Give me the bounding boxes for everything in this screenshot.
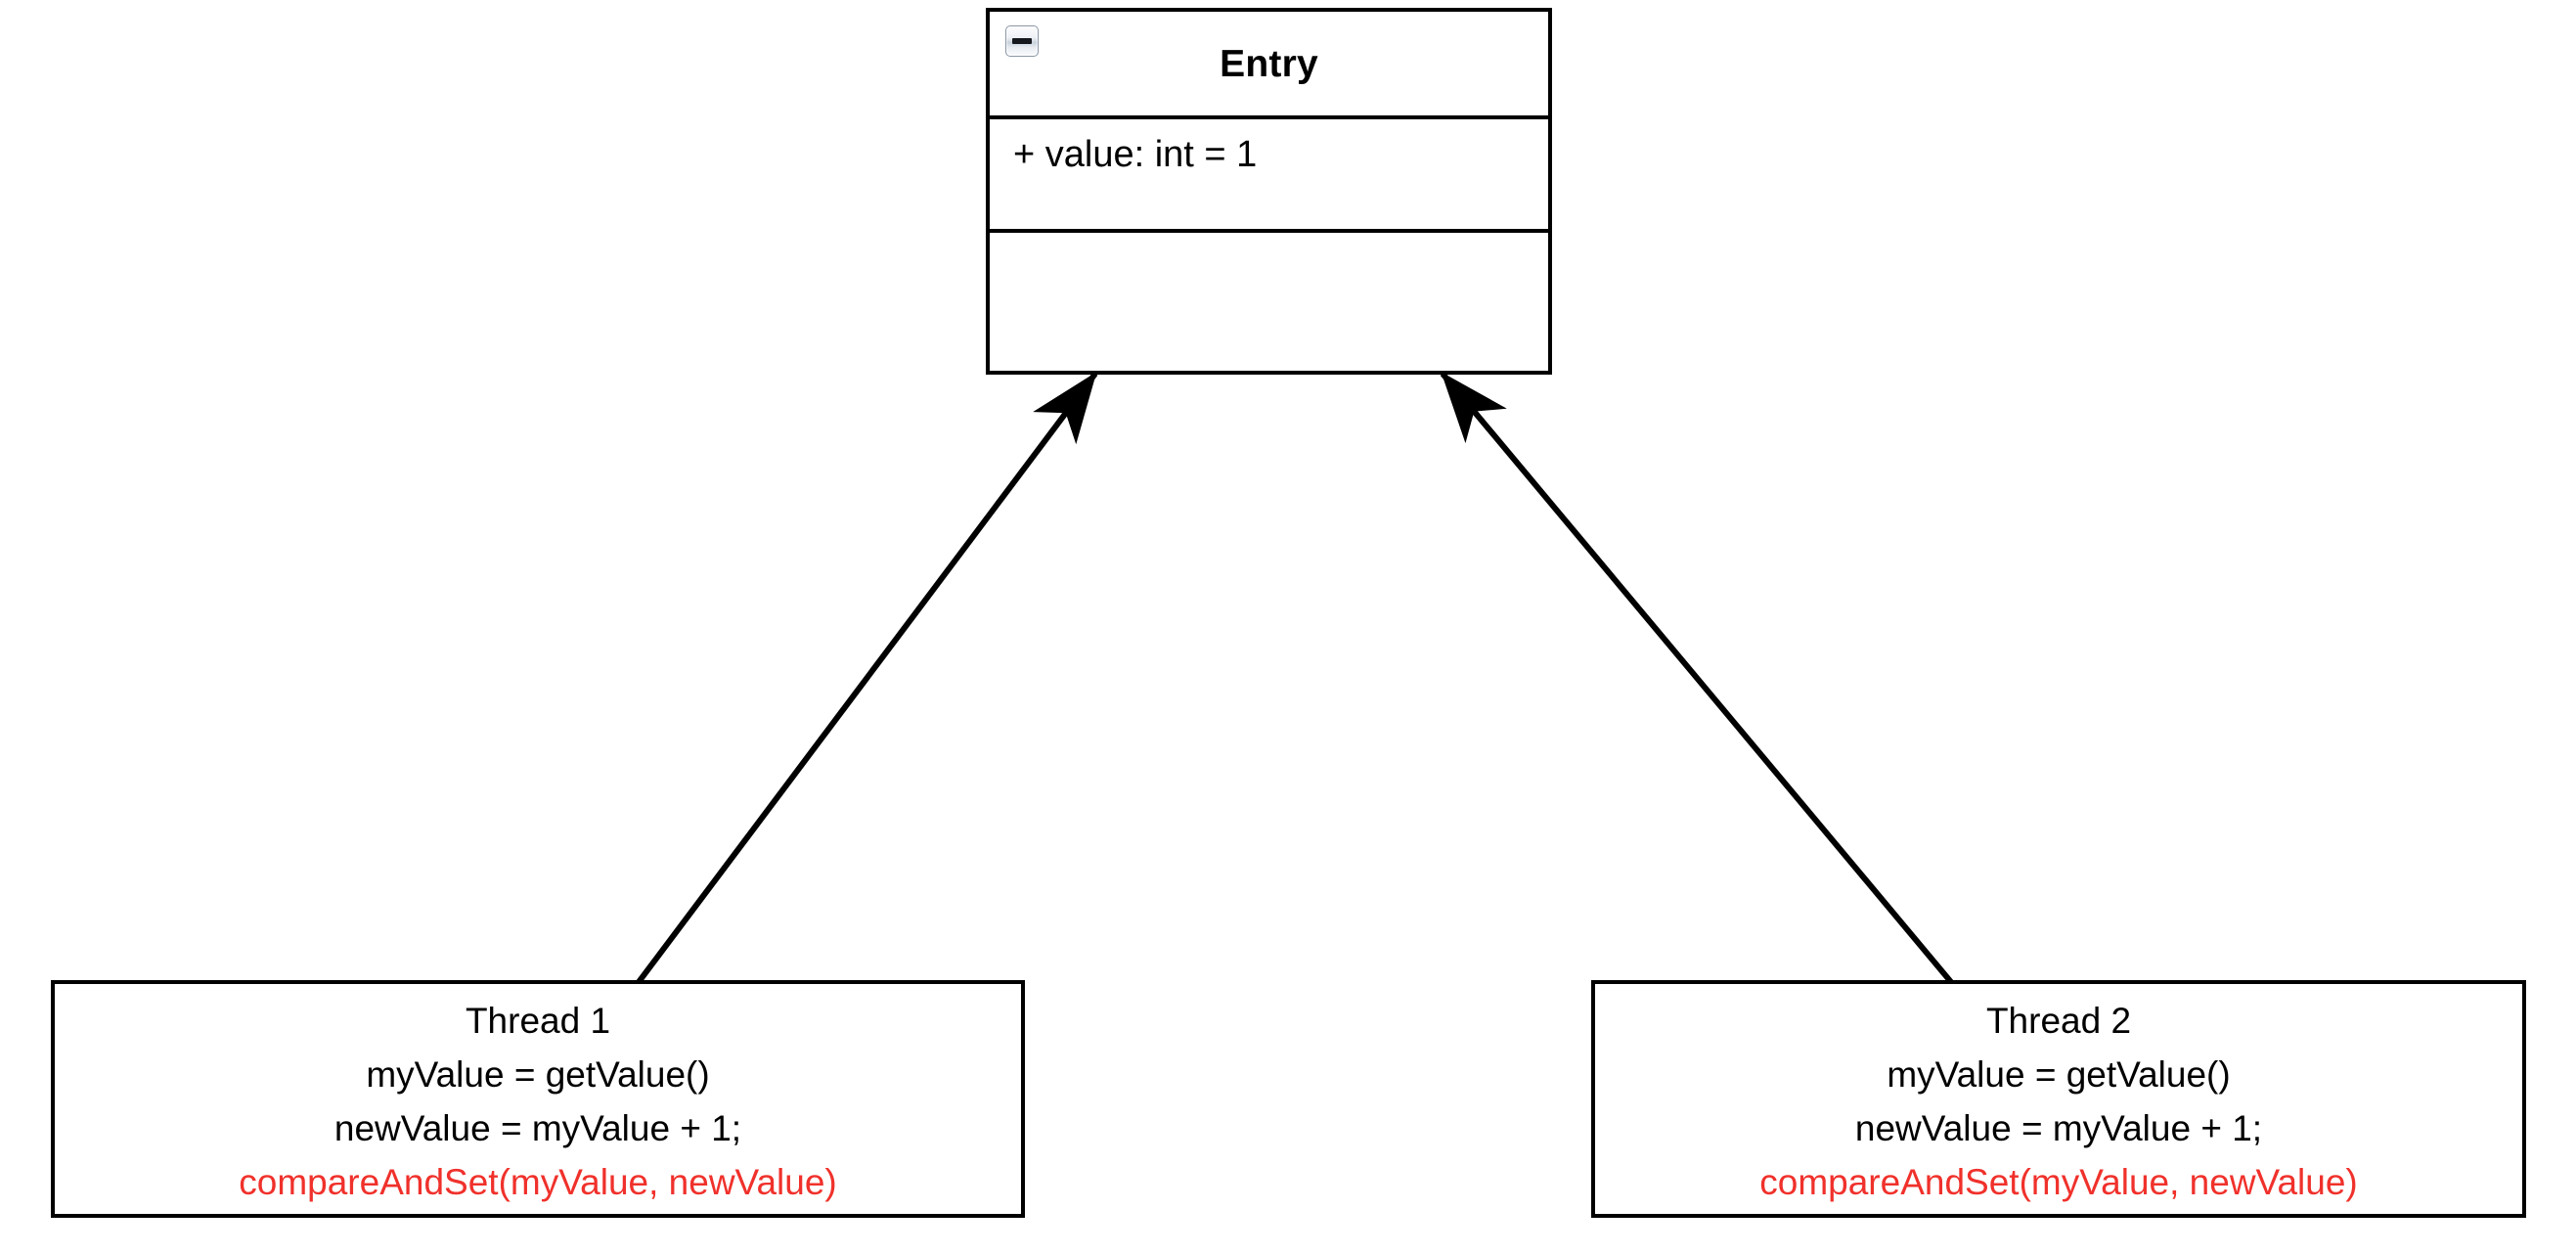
class-name-label: Entry [1220,42,1318,85]
thread-1-box[interactable]: Thread 1 myValue = getValue() newValue =… [51,980,1025,1218]
thread-1-line-4: compareAndSet(myValue, newValue) [239,1162,837,1202]
minimize-icon[interactable] [1005,25,1039,57]
minimize-icon-bar [1012,38,1032,44]
thread-1-line-1: Thread 1 [465,1001,611,1041]
class-header-compartment: Entry [990,12,1548,115]
class-operations-compartment [990,229,1548,371]
uml-class-entry[interactable]: Entry + value: int = 1 [986,8,1552,375]
thread-2-line-3: newValue = myValue + 1; [1854,1108,2263,1148]
class-attribute-row: + value: int = 1 [1013,134,1258,175]
class-attributes-compartment: + value: int = 1 [990,115,1548,229]
thread-2-line-2: myValue = getValue() [1887,1054,2231,1095]
thread-1-to-entry-arrow [636,372,1098,984]
thread-1-line-3: newValue = myValue + 1; [333,1108,742,1148]
thread-2-to-entry-arrow [1440,372,1954,984]
thread-2-box[interactable]: Thread 2 myValue = getValue() newValue =… [1591,980,2526,1218]
thread-1-line-2: myValue = getValue() [366,1054,710,1095]
thread-2-line-1: Thread 2 [1985,1001,2132,1041]
thread-2-line-4: compareAndSet(myValue, newValue) [1759,1162,2358,1202]
